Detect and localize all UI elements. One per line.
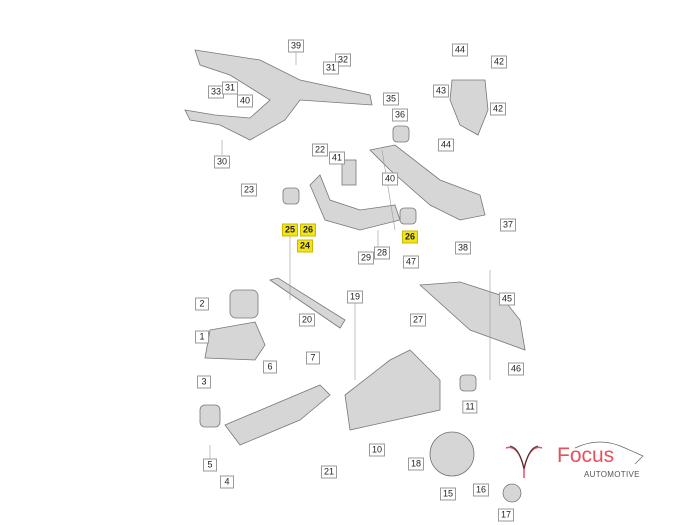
wheel-hub bbox=[429, 431, 475, 477]
shield-45 bbox=[419, 281, 526, 351]
part-label: 44 bbox=[451, 43, 469, 57]
part-label: 42 bbox=[489, 102, 507, 116]
bushing-25 bbox=[282, 187, 300, 205]
focus-automotive-logo: Focus AUTOMOTIVE bbox=[500, 438, 650, 488]
bracket-43 bbox=[449, 79, 489, 136]
part-label: 28 bbox=[373, 246, 391, 260]
logo-brand: Focus bbox=[557, 444, 615, 467]
camber-arm bbox=[309, 174, 401, 231]
part-label: 16 bbox=[472, 483, 490, 497]
logo-car-outline-icon bbox=[574, 441, 644, 465]
part-label: 3 bbox=[197, 375, 211, 389]
part-label: 39 bbox=[287, 39, 305, 53]
part-label-highlighted: 26 bbox=[299, 223, 317, 237]
part-label: 43 bbox=[432, 84, 450, 98]
part-label: 47 bbox=[402, 255, 420, 269]
logo-subtitle: AUTOMOTIVE bbox=[584, 470, 640, 479]
part-label: 45 bbox=[498, 292, 516, 306]
part-label: 38 bbox=[454, 241, 472, 255]
part-label: 41 bbox=[328, 151, 346, 165]
part-label: 30 bbox=[213, 155, 231, 169]
part-label: 21 bbox=[320, 465, 338, 479]
part-label-highlighted: 25 bbox=[281, 223, 299, 237]
part-label: 15 bbox=[439, 487, 457, 501]
trailing-arm bbox=[224, 384, 331, 446]
subframe bbox=[184, 49, 373, 141]
part-label: 11 bbox=[462, 400, 478, 414]
part-label: 29 bbox=[357, 251, 375, 265]
bushing-36 bbox=[392, 125, 410, 143]
part-label: 31 bbox=[221, 81, 239, 95]
part-label: 37 bbox=[499, 218, 517, 232]
bushing-2 bbox=[229, 289, 259, 319]
part-label: 6 bbox=[263, 360, 277, 374]
part-label: 1 bbox=[195, 330, 209, 344]
part-label-highlighted: 24 bbox=[296, 239, 314, 253]
toe-link bbox=[269, 277, 346, 329]
bushing-11 bbox=[459, 374, 477, 392]
part-label: 40 bbox=[236, 94, 254, 108]
part-label: 46 bbox=[507, 362, 525, 376]
cap-17 bbox=[502, 483, 522, 503]
part-label: 2 bbox=[195, 297, 209, 311]
part-label: 23 bbox=[240, 183, 258, 197]
part-label: 20 bbox=[298, 313, 316, 327]
part-label: 31 bbox=[322, 61, 340, 75]
bracket-41 bbox=[341, 159, 357, 186]
part-label: 27 bbox=[409, 313, 427, 327]
part-label: 19 bbox=[346, 290, 364, 304]
part-label: 35 bbox=[382, 92, 400, 106]
part-label: 22 bbox=[311, 143, 329, 157]
upper-arm bbox=[369, 144, 486, 221]
logo-emblem-icon bbox=[505, 445, 543, 478]
part-label: 36 bbox=[391, 108, 409, 122]
part-label: 17 bbox=[497, 508, 515, 522]
part-label: 5 bbox=[203, 458, 217, 472]
part-label: 7 bbox=[306, 351, 320, 365]
part-label: 44 bbox=[437, 138, 455, 152]
part-label: 42 bbox=[490, 55, 508, 69]
mount-1 bbox=[204, 321, 266, 361]
bushing-5 bbox=[199, 404, 221, 428]
part-label: 10 bbox=[368, 443, 386, 457]
bushing-26 bbox=[399, 207, 417, 225]
part-label: 18 bbox=[407, 457, 425, 471]
wheel-carrier bbox=[344, 349, 441, 431]
part-label: 40 bbox=[381, 172, 399, 186]
part-label: 4 bbox=[220, 475, 234, 489]
part-label-highlighted: 26 bbox=[401, 230, 419, 244]
